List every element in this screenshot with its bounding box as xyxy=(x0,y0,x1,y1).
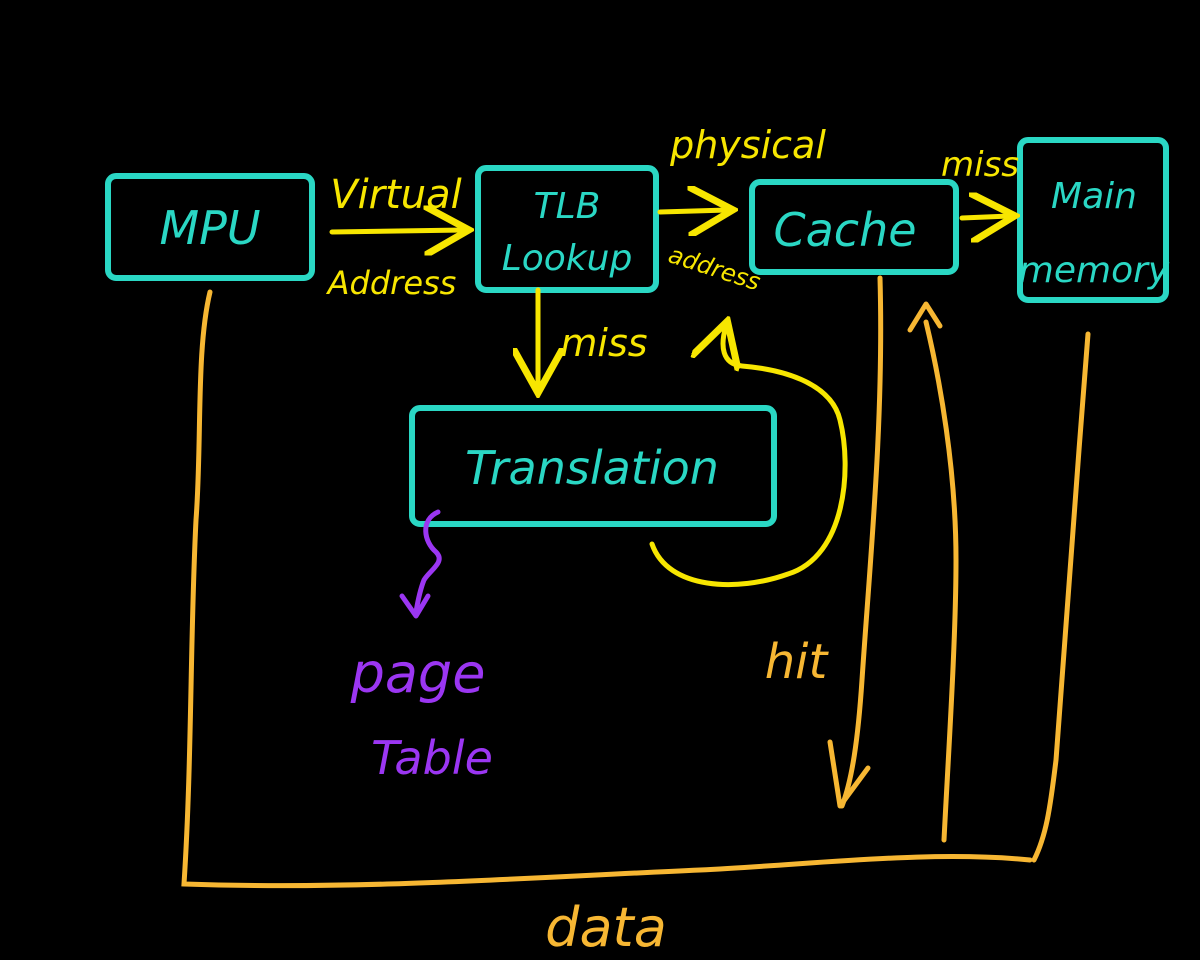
memory-to-cache-arrowhead xyxy=(907,301,943,333)
cache-miss-label: miss xyxy=(941,145,1019,185)
translation-label: Translation xyxy=(465,441,719,495)
mpu-box xyxy=(105,173,315,281)
page-table-arrow xyxy=(413,509,442,615)
cache-box xyxy=(749,179,959,275)
main-memory-node: Main memory xyxy=(1017,137,1170,303)
page-table-arrowhead xyxy=(399,593,431,619)
data-label: data xyxy=(545,896,667,959)
page-table-edge: page Table xyxy=(350,509,493,785)
virtual-address-edge: Virtual Address xyxy=(326,172,464,302)
tlb-label-line1: TLB xyxy=(534,186,601,227)
physical-address-arrow xyxy=(657,210,728,212)
cache-hit-arrowhead xyxy=(827,739,871,809)
tlb-box xyxy=(475,165,659,293)
translation-node: Translation xyxy=(409,405,777,527)
address-label: Address xyxy=(326,264,457,302)
translation-box xyxy=(409,405,777,527)
mpu-label: MPU xyxy=(159,201,260,255)
translation-return-edge xyxy=(649,326,848,588)
hit-label: hit xyxy=(765,634,830,690)
data-paths: hit data xyxy=(181,275,1091,959)
virtual-label: Virtual xyxy=(330,172,462,218)
main-memory-label-line1: Main xyxy=(1051,176,1137,217)
cache-node: Cache xyxy=(749,179,959,275)
cache-miss-edge: miss xyxy=(941,145,1019,218)
memory-to-cache-line xyxy=(923,319,959,843)
main-memory-label-line2: memory xyxy=(1019,250,1170,291)
cache-hit-line xyxy=(839,275,884,809)
page-label: page xyxy=(350,642,486,705)
tlb-label-line2: Lookup xyxy=(502,238,633,279)
cache-label: Cache xyxy=(773,203,916,257)
translation-return-arrow xyxy=(649,326,848,588)
tlb-node: TLB Lookup xyxy=(475,165,659,293)
table-label: Table xyxy=(371,731,493,785)
tlb-miss-label: miss xyxy=(560,321,647,365)
cache-miss-arrow xyxy=(959,216,1010,218)
physical-label: physical xyxy=(669,123,826,167)
mpu-node: MPU xyxy=(105,173,315,281)
memory-data-line xyxy=(1031,331,1091,863)
virtual-address-arrow xyxy=(329,230,464,232)
data-bus-line xyxy=(181,289,1033,889)
tlb-miss-edge: miss xyxy=(538,287,648,388)
